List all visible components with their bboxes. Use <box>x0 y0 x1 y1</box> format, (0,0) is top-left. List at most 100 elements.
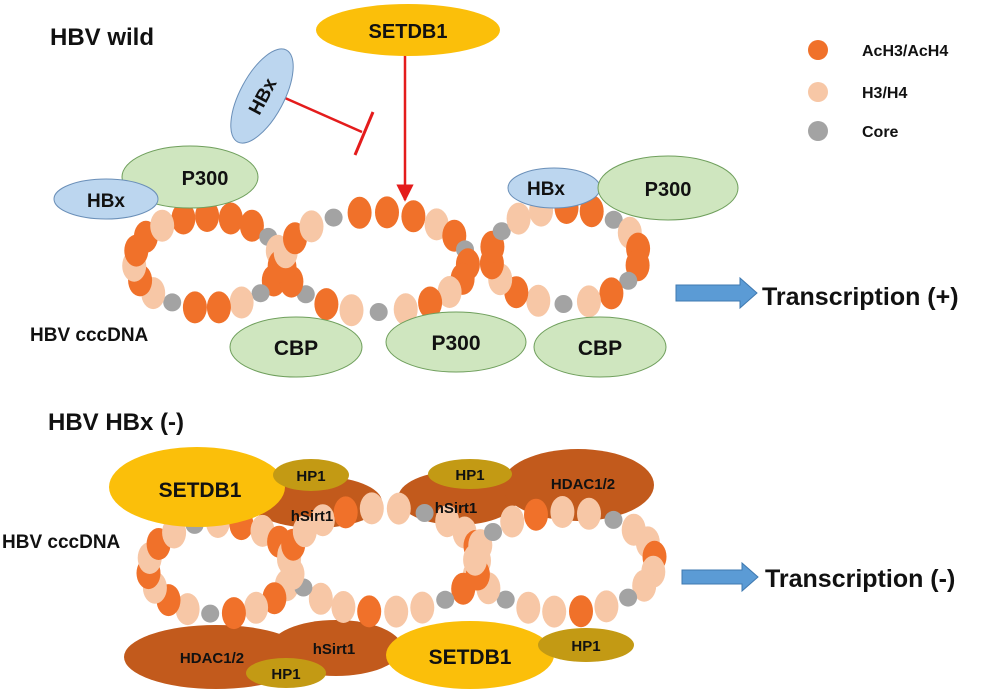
cbp-right-label: CBP <box>578 337 622 360</box>
legend-ach3-label: AcH3/AcH4 <box>862 43 948 60</box>
histone-bead <box>436 590 455 609</box>
histone-bead <box>206 291 231 324</box>
p300-bottom-shape <box>385 311 527 373</box>
hdac-bottom-left-label: HDAC1/2 <box>180 650 244 667</box>
histone-bead <box>347 196 372 229</box>
legend-ach3-swatch <box>808 40 828 60</box>
top-title: HBV wild <box>50 24 154 51</box>
histone-bead <box>324 208 343 227</box>
setdb1-top-bottom-label: SETDB1 <box>159 479 242 502</box>
histone-bead <box>619 271 638 290</box>
hp1-top-left-shape <box>273 459 349 491</box>
cbp-right-shape <box>533 316 667 378</box>
histone-bead <box>171 202 196 235</box>
histone-bead <box>577 497 601 530</box>
histone-bead <box>594 590 619 623</box>
histone-bead <box>384 595 409 628</box>
legend-h3-label: H3/H4 <box>862 85 907 102</box>
hsirt1-top-right-label: hSirt1 <box>435 500 478 517</box>
histone-bead <box>331 591 356 623</box>
top-chromatin <box>122 192 651 327</box>
histone-bead <box>401 200 426 233</box>
histone-bead <box>375 196 399 229</box>
setdb1-bottom-label: SETDB1 <box>429 646 512 669</box>
setdb1-top-shape-bottom <box>109 447 285 527</box>
histone-bead <box>437 276 462 308</box>
p300-left-shape <box>121 145 259 209</box>
hp1-bottom-right-label: HP1 <box>571 638 600 655</box>
histone-bead <box>500 505 525 538</box>
histone-bead <box>632 569 657 602</box>
histone-bead <box>619 588 638 607</box>
histone-bead <box>526 284 551 317</box>
histone-bead <box>369 303 388 321</box>
histone-bead <box>357 595 382 628</box>
inhibition-bar <box>353 111 375 156</box>
top-arrow <box>675 276 758 310</box>
histone-bead <box>506 202 531 235</box>
top-transcription: Transcription (+) <box>762 283 959 311</box>
histone-bead <box>299 210 324 243</box>
histone-bead <box>229 286 254 319</box>
legend-core-label: Core <box>862 124 899 141</box>
histone-bead <box>386 492 411 525</box>
histone-bead <box>524 498 548 531</box>
histone-bead <box>251 284 270 303</box>
hp1-top-right-label: HP1 <box>455 467 484 484</box>
bottom-transcription: Transcription (-) <box>765 565 955 593</box>
histone-bead <box>418 286 443 319</box>
p300-bottom-label: P300 <box>431 332 480 355</box>
histone-bead <box>484 523 502 541</box>
setdb1-top-label: SETDB1 <box>369 21 448 43</box>
histone-bead <box>150 209 175 242</box>
histone-bead <box>550 496 575 528</box>
hdac-top-right-label: HDAC1/2 <box>551 476 615 493</box>
histone-bead <box>239 209 264 242</box>
histone-bead <box>599 277 624 310</box>
histone-bead <box>175 593 200 626</box>
bottom-dna-label: HBV cccDNA <box>2 532 121 553</box>
histone-bead <box>292 515 317 548</box>
histone-bead <box>333 496 358 529</box>
histone-bead <box>359 492 384 525</box>
histone-bead <box>542 595 567 628</box>
hp1-top-right-shape <box>428 459 512 489</box>
histone-bead <box>393 293 418 326</box>
hbx-inhibition-line <box>284 96 363 134</box>
legend: AcH3/AcH4 H3/H4 Core <box>808 40 948 141</box>
histone-bead <box>221 597 246 630</box>
hbx-left-shape <box>53 178 159 220</box>
histone-bead <box>554 295 573 313</box>
p300-right-shape <box>597 155 739 221</box>
bottom-title: HBV HBx (-) <box>48 409 184 436</box>
histone-bead <box>339 294 364 327</box>
setdb1-top-shape <box>316 4 500 56</box>
histone-bead <box>163 293 182 312</box>
bottom-arrow <box>681 561 759 593</box>
top-dna-label: HBV cccDNA <box>30 325 149 346</box>
hbx-tilted-shape <box>230 48 294 144</box>
histone-bead <box>492 222 511 241</box>
histone-bead <box>576 285 601 318</box>
cbp-left-shape <box>229 316 363 378</box>
histone-bead <box>182 291 207 324</box>
cbp-left-label: CBP <box>274 337 318 360</box>
histone-bead <box>310 504 335 537</box>
histone-bead <box>410 591 435 624</box>
hp1-top-left-label: HP1 <box>296 468 325 485</box>
histone-bead <box>516 591 541 624</box>
hp1-bottom-left-shape <box>246 658 326 688</box>
histone-bead <box>314 288 339 321</box>
histone-bead <box>496 590 515 609</box>
histone-bead <box>569 595 593 628</box>
histone-bead <box>415 504 434 522</box>
p300-right-label: P300 <box>645 179 692 201</box>
hp1-bottom-right-shape <box>538 628 634 662</box>
histone-bead <box>218 202 243 235</box>
legend-core-swatch <box>808 121 828 141</box>
setdb1-bottom-shape <box>386 621 554 689</box>
p300-left-label: P300 <box>182 168 229 190</box>
histone-bead <box>308 582 333 615</box>
